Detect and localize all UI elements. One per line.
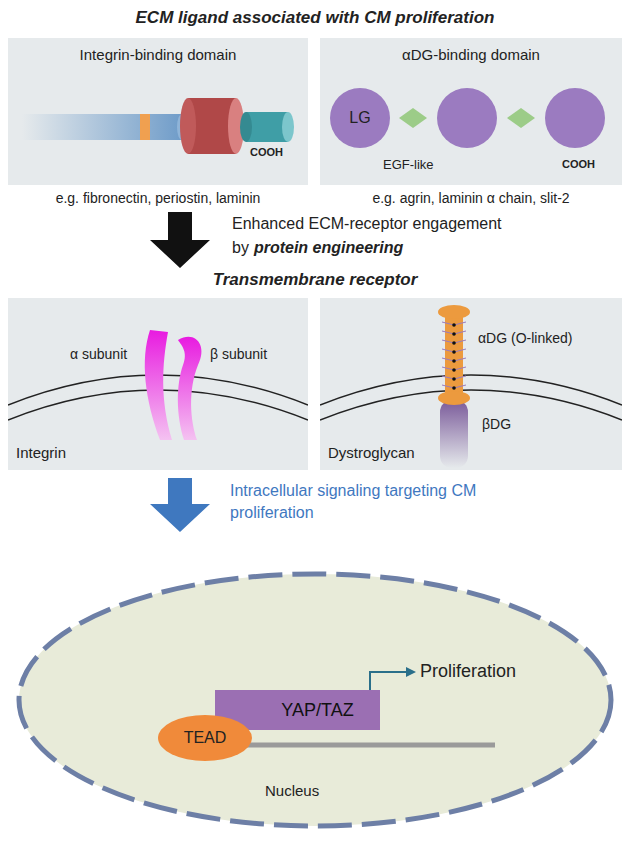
node-text: YAP/TAZ	[255, 700, 380, 721]
node-text: LG	[330, 109, 390, 127]
ellipse-node: TEAD	[157, 714, 253, 762]
text-label: COOH	[250, 146, 283, 158]
text-label: EGF-like	[383, 157, 434, 172]
text-label: Proliferation	[420, 661, 516, 682]
text-label: e.g. fibronectin, periostin, laminin	[8, 190, 308, 206]
panel-box: Dystroglycan	[320, 298, 622, 470]
text-label: Intracellular signaling targeting CM pro…	[230, 480, 510, 524]
circle-node: LG	[330, 88, 390, 148]
node-text: Dystroglycan	[328, 444, 415, 461]
panel-box: Integrin-binding domain	[8, 38, 308, 185]
arrow-caption: Enhanced ECM-receptor engagement byprote…	[232, 212, 507, 260]
panel-box: Integrin	[8, 298, 308, 470]
node-text: Nucleus	[265, 782, 319, 799]
text-label: α subunit	[70, 346, 127, 362]
node-text: TEAD	[157, 729, 253, 747]
black-arrow	[150, 212, 210, 268]
node-text: Integrin	[16, 444, 66, 461]
diagram-title: ECM ligand associated with CM proliferat…	[0, 8, 630, 28]
text-label: αDG (O-linked)	[478, 330, 572, 346]
text-label: COOH	[562, 158, 595, 170]
text-label: Transmembrane receptor	[0, 270, 630, 290]
node-text: αDG-binding domain	[320, 46, 622, 63]
nucleus-node: Nucleus TEADYAP/TAZ	[15, 570, 615, 830]
text-label: β subunit	[210, 346, 267, 362]
text-label: βDG	[482, 416, 511, 432]
blue-arrow	[150, 478, 210, 532]
text-label: e.g. agrin, laminin α chain, slit-2	[320, 190, 622, 206]
text-label: protein engineering	[254, 239, 403, 256]
node-text: Integrin-binding domain	[8, 46, 308, 63]
